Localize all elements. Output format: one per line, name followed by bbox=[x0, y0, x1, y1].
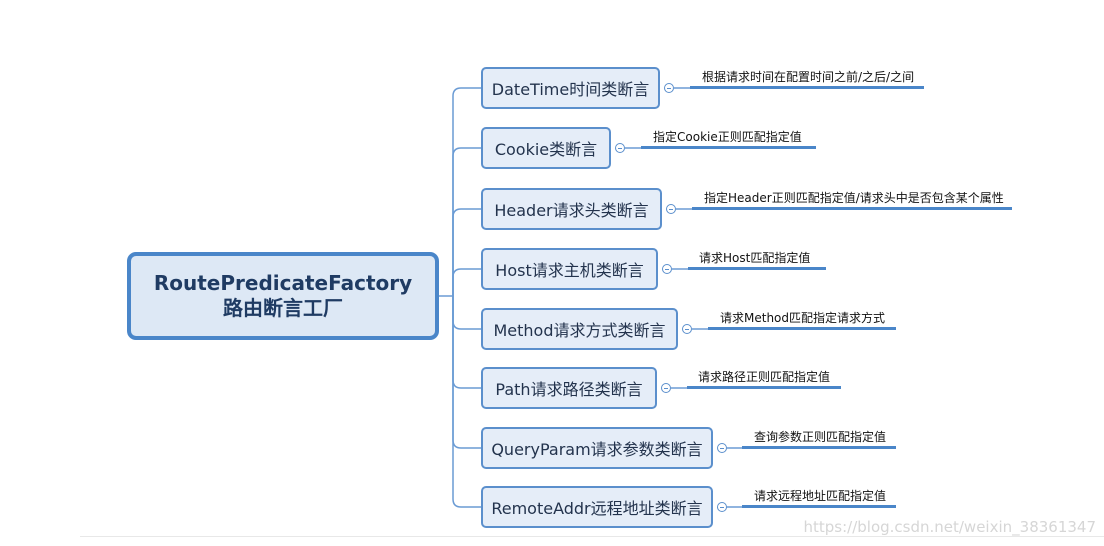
branch-label: Method请求方式类断言 bbox=[493, 321, 666, 340]
leaf-label-cookie[interactable]: 指定Cookie正则匹配指定值 bbox=[653, 130, 802, 144]
branch-connector bbox=[452, 296, 481, 449]
branch-connector bbox=[452, 87, 481, 296]
branch-connector bbox=[452, 147, 481, 296]
branch-node-remoteaddr[interactable]: RemoteAddr远程地址类断言 bbox=[481, 486, 713, 528]
leaf-underline bbox=[690, 86, 924, 89]
leaf-label-datetime[interactable]: 根据请求时间在配置时间之前/之后/之间 bbox=[702, 70, 915, 84]
leaf-underline bbox=[641, 146, 816, 149]
root-node[interactable]: RoutePredicateFactory 路由断言工厂 bbox=[127, 252, 439, 340]
leaf-underline bbox=[692, 207, 1012, 210]
collapse-icon[interactable] bbox=[664, 83, 674, 93]
leaf-label-method[interactable]: 请求Method匹配指定请求方式 bbox=[720, 311, 886, 325]
collapse-icon[interactable] bbox=[717, 502, 727, 512]
leaf-underline bbox=[742, 446, 896, 449]
leaf-underline bbox=[688, 267, 826, 270]
collapse-icon[interactable] bbox=[682, 324, 692, 334]
branch-label: Header请求头类断言 bbox=[494, 201, 649, 220]
leaf-label-host[interactable]: 请求Host匹配指定值 bbox=[699, 251, 811, 265]
leaf-label-queryparam[interactable]: 查询参数正则匹配指定值 bbox=[754, 430, 887, 444]
branch-node-host[interactable]: Host请求主机类断言 bbox=[481, 248, 658, 290]
leaf-label-remoteaddr[interactable]: 请求远程地址匹配指定值 bbox=[754, 489, 887, 503]
watermark: https://blog.csdn.net/weixin_38361347 bbox=[803, 518, 1096, 536]
root-title: RoutePredicateFactory bbox=[153, 271, 413, 295]
branch-label: Host请求主机类断言 bbox=[495, 261, 644, 280]
collapse-icon[interactable] bbox=[666, 204, 676, 214]
branch-node-queryparam[interactable]: QueryParam请求参数类断言 bbox=[481, 427, 713, 469]
branch-connector bbox=[452, 296, 481, 330]
collapse-icon[interactable] bbox=[662, 264, 672, 274]
page-divider bbox=[80, 536, 1104, 537]
branch-label: RemoteAddr远程地址类断言 bbox=[491, 499, 703, 518]
branch-connector bbox=[452, 296, 481, 389]
root-subtitle: 路由断言工厂 bbox=[223, 296, 343, 320]
branch-node-header[interactable]: Header请求头类断言 bbox=[481, 188, 662, 230]
collapse-icon[interactable] bbox=[661, 383, 671, 393]
leaf-underline bbox=[742, 505, 896, 508]
branch-connector bbox=[452, 208, 481, 296]
branch-label: Path请求路径类断言 bbox=[495, 380, 643, 399]
branch-connector bbox=[452, 296, 481, 508]
branch-node-cookie[interactable]: Cookie类断言 bbox=[481, 127, 611, 169]
leaf-label-path[interactable]: 请求路径正则匹配指定值 bbox=[698, 370, 831, 384]
branch-node-method[interactable]: Method请求方式类断言 bbox=[481, 308, 678, 350]
collapse-icon[interactable] bbox=[717, 443, 727, 453]
leaf-underline bbox=[708, 327, 896, 330]
branch-label: Cookie类断言 bbox=[494, 140, 598, 159]
leaf-label-header[interactable]: 指定Header正则匹配指定值/请求头中是否包含某个属性 bbox=[704, 191, 1004, 205]
collapse-icon[interactable] bbox=[615, 143, 625, 153]
leaf-underline bbox=[687, 386, 841, 389]
branch-label: QueryParam请求参数类断言 bbox=[491, 440, 703, 459]
branch-node-path[interactable]: Path请求路径类断言 bbox=[481, 367, 657, 409]
branch-label: DateTime时间类断言 bbox=[491, 80, 650, 99]
branch-node-datetime[interactable]: DateTime时间类断言 bbox=[481, 67, 660, 109]
branch-connector bbox=[452, 268, 481, 296]
